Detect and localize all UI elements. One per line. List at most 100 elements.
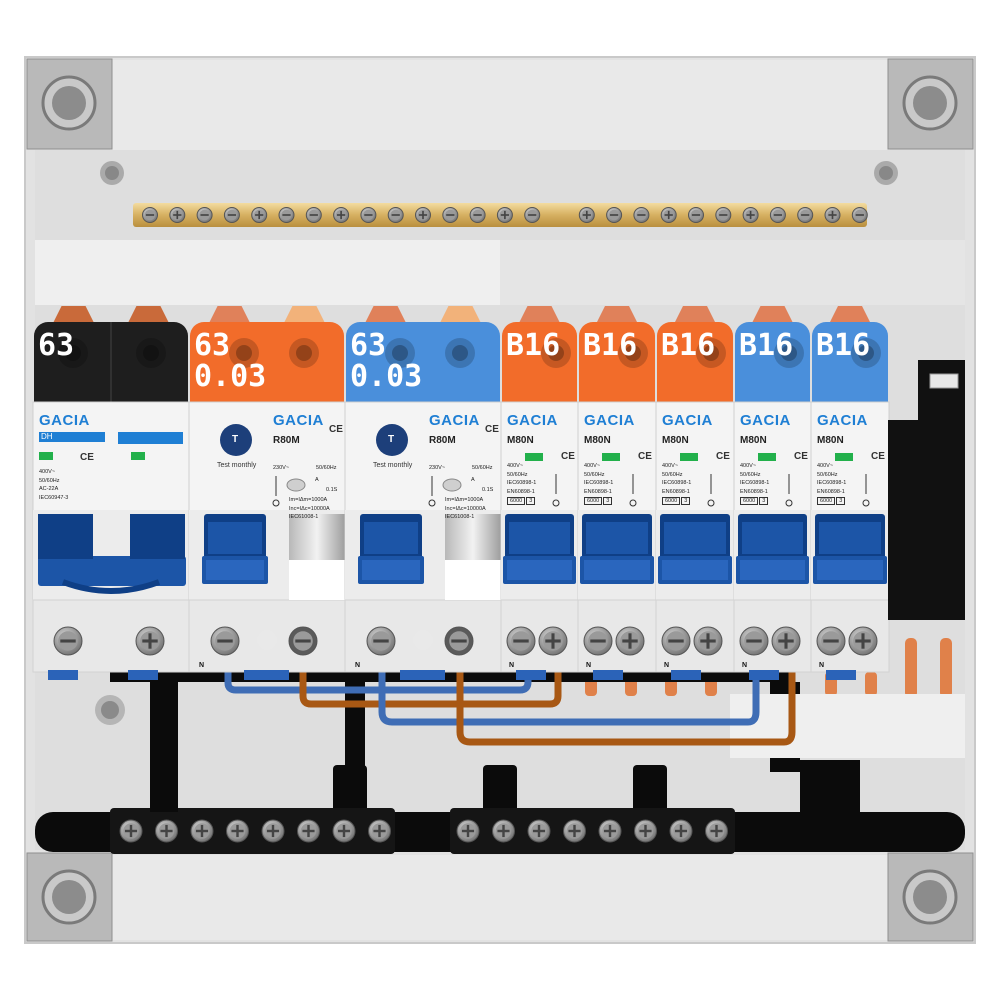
neutral-terminal-screw[interactable] (155, 819, 178, 843)
bus-screw[interactable] (142, 207, 158, 223)
bus-screw[interactable] (469, 207, 486, 223)
bus-screw[interactable] (824, 207, 841, 223)
terminal-screw[interactable] (693, 626, 723, 656)
earth-terminal-screw[interactable] (492, 819, 515, 843)
earth-bar (450, 808, 735, 854)
terminal-screw[interactable] (816, 626, 846, 656)
bus-screw[interactable] (305, 207, 322, 223)
terminal-tab (128, 306, 169, 322)
cap-screw-hole[interactable] (385, 338, 415, 368)
earth-terminal-screw[interactable] (527, 819, 551, 843)
cap-screw-hole[interactable] (541, 338, 571, 368)
cap-screw-hole[interactable] (774, 338, 804, 368)
earth-terminal-screw[interactable] (598, 819, 622, 843)
mcb-3-rating: B16 (661, 328, 716, 363)
terminal-screw[interactable] (366, 626, 396, 656)
terminal-screw[interactable] (506, 626, 536, 656)
terminal-tab (597, 306, 637, 322)
mcb-1 (500, 306, 579, 680)
neutral-wire-rcd2 (378, 666, 760, 726)
earth-terminal-screw[interactable] (563, 819, 586, 843)
bus-screw[interactable] (496, 207, 513, 223)
terminal-screw[interactable] (135, 626, 165, 656)
bus-screw[interactable] (223, 207, 240, 223)
bus-screw[interactable] (742, 207, 759, 223)
type-a-label: A (315, 477, 319, 483)
neutral-terminal-screw[interactable] (119, 819, 143, 843)
voltage-label: 230V~ (429, 465, 446, 471)
terminal-screw[interactable] (771, 626, 801, 656)
bus-screw[interactable] (415, 207, 431, 223)
brand-logo: GACIA (817, 412, 868, 429)
bus-screw[interactable] (797, 207, 814, 223)
bus-screw[interactable] (851, 207, 868, 223)
earth-terminal-screw[interactable] (705, 819, 728, 843)
spec-text: 400V~ 50/60Hz IEC60898-1 EN60898-1 (817, 463, 847, 495)
bus-screw[interactable] (606, 207, 623, 223)
terminal-screw[interactable] (615, 626, 645, 656)
test-monthly-label: Test monthly (373, 462, 413, 469)
neutral-marker: N (355, 662, 361, 669)
bottom-rail-cover (110, 855, 890, 940)
label-strip (35, 240, 500, 305)
neutral-terminal-screw[interactable] (261, 819, 285, 843)
bus-screw[interactable] (251, 207, 268, 223)
neutral-terminal-screw[interactable] (297, 819, 320, 843)
terminal-screw[interactable] (583, 626, 613, 656)
mcb-3 (655, 306, 735, 680)
model-number: M80N (507, 435, 534, 446)
spec-text: 400V~ 50/60Hz IEC60898-1 EN60898-1 (662, 463, 692, 495)
cap-screw-hole[interactable] (618, 338, 648, 368)
bus-screw[interactable] (333, 207, 350, 223)
bus-screw[interactable] (442, 207, 459, 223)
neutral-marker: N (509, 662, 515, 669)
bus-screw[interactable] (769, 207, 786, 223)
brand-logo: GACIA (273, 412, 324, 429)
earth-terminal-screw[interactable] (456, 819, 480, 843)
type-badge: DH (39, 432, 105, 442)
bus-screw[interactable] (387, 207, 404, 223)
terminal-screw[interactable] (444, 626, 474, 656)
bus-screw[interactable] (633, 207, 650, 223)
bus-screw[interactable] (169, 207, 186, 223)
ce-mark: CE (485, 424, 499, 435)
bus-screw[interactable] (196, 207, 213, 223)
cap-screw-hole[interactable] (136, 338, 166, 368)
neutral-terminal-screw[interactable] (190, 819, 214, 843)
ce-mark: CE (871, 451, 885, 462)
neutral-terminal-screw[interactable] (332, 819, 356, 843)
brand-logo: GACIA (429, 412, 480, 429)
bus-screw[interactable] (360, 207, 377, 223)
test-button[interactable] (376, 424, 408, 456)
model-number: M80N (584, 435, 611, 446)
bus-screw[interactable] (688, 207, 704, 223)
earth-terminal-screw[interactable] (634, 819, 657, 843)
neutral-terminal-screw[interactable] (226, 819, 249, 843)
bus-screw[interactable] (278, 207, 295, 223)
bus-screw[interactable] (715, 207, 732, 223)
brand-logo: GACIA (740, 412, 791, 429)
cap-screw-hole[interactable] (289, 338, 319, 368)
terminal-screw[interactable] (848, 626, 878, 656)
terminal-screw[interactable] (661, 626, 691, 656)
earth-terminal-screw[interactable] (669, 819, 693, 843)
cover-latch[interactable] (929, 373, 959, 389)
cap-screw-hole[interactable] (58, 338, 88, 368)
neutral-terminal-screw[interactable] (368, 819, 391, 843)
terminal-screw[interactable] (288, 626, 318, 656)
terminal-screw[interactable] (53, 626, 83, 656)
cap-screw-hole[interactable] (445, 338, 475, 368)
bus-screw[interactable] (524, 207, 541, 223)
test-button[interactable] (220, 424, 252, 456)
mcb-4 (733, 306, 812, 680)
bus-screw[interactable] (578, 207, 595, 223)
main-switch-lever[interactable] (38, 556, 186, 586)
cap-screw-hole[interactable] (851, 338, 881, 368)
terminal-screw[interactable] (210, 626, 240, 656)
bus-screw[interactable] (660, 207, 677, 223)
cap-screw-hole[interactable] (229, 338, 259, 368)
terminal-screw[interactable] (538, 626, 568, 656)
cap-screw-hole[interactable] (696, 338, 726, 368)
terminal-screw[interactable] (739, 626, 769, 656)
